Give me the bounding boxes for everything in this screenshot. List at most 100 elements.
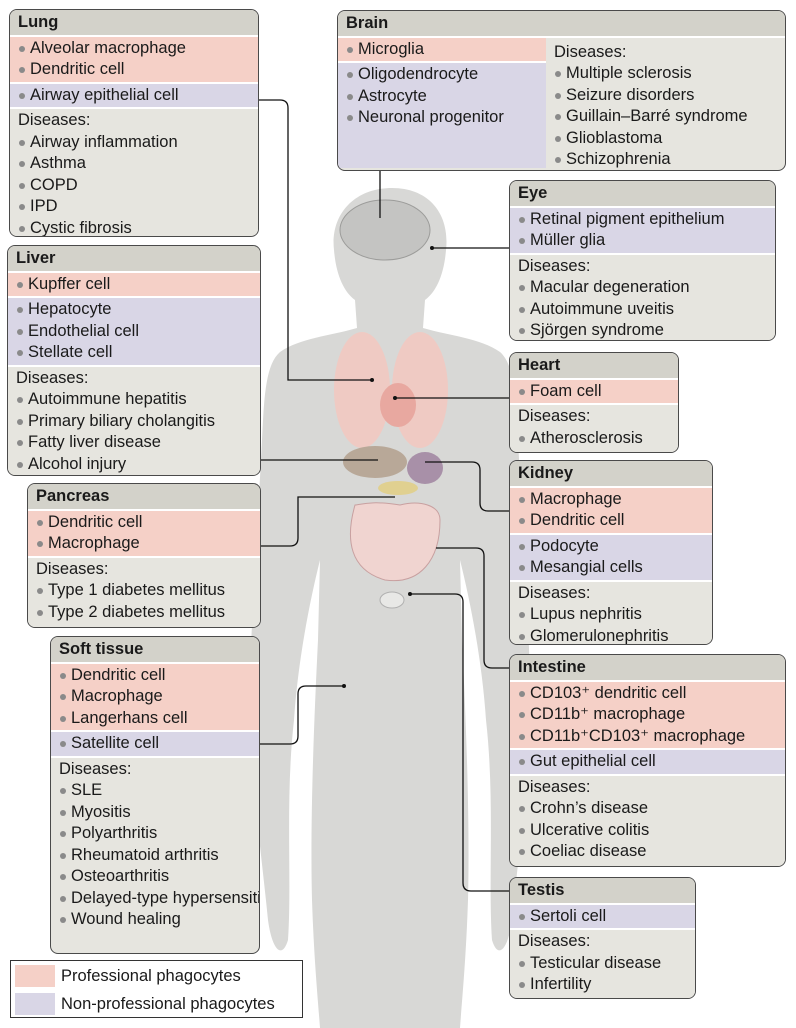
disease-item: Infertility	[518, 974, 687, 996]
disease-item: Seizure disorders	[554, 85, 748, 107]
diseases-label: Diseases:	[518, 777, 591, 796]
cell-item: Mesangial cells	[518, 557, 704, 579]
cell-item: Microglia	[346, 39, 538, 61]
cell-item: Kupffer cell	[16, 274, 252, 296]
diseases-label: Diseases:	[518, 583, 591, 602]
diseases-label: Diseases:	[16, 368, 89, 387]
brain-box: Brain Microglia Oligodendrocyte Astrocyt…	[337, 10, 786, 171]
professional-phagocytes-section: Foam cell	[510, 379, 678, 405]
disease-item: Osteoarthritis	[59, 866, 251, 888]
disease-item: Ulcerative colitis	[518, 820, 777, 842]
legend-non-professional: Non-professional phagocytes	[61, 994, 275, 1013]
diseases-label: Diseases:	[59, 759, 132, 778]
box-title: Eye	[510, 181, 775, 208]
heart-illustration	[380, 383, 416, 427]
diseases-label: Diseases:	[36, 559, 109, 578]
disease-item: Guillain–Barré syndrome	[554, 106, 748, 128]
cell-item: Müller glia	[518, 230, 767, 252]
professional-phagocytes-section: Kupffer cell	[8, 272, 260, 298]
cell-item: Macrophage	[59, 686, 251, 708]
disease-item: Rheumatoid arthritis	[59, 845, 251, 867]
box-title: Liver	[8, 246, 260, 273]
disease-item: IPD	[18, 196, 250, 218]
cell-item: Airway epithelial cell	[18, 85, 250, 107]
cell-item: Sertoli cell	[518, 906, 687, 928]
disease-item: Autoimmune uveitis	[518, 299, 767, 321]
disease-item: Multiple sclerosis	[554, 63, 748, 85]
box-title: Lung	[10, 10, 258, 37]
box-title: Pancreas	[28, 484, 260, 511]
legend: Professional phagocytes Non-professional…	[10, 960, 303, 1018]
diseases-label: Diseases:	[518, 256, 591, 275]
cell-item: Hepatocyte	[16, 299, 252, 321]
disease-item: Primary biliary cholangitis	[16, 411, 252, 433]
box-title: Kidney	[510, 461, 712, 488]
diseases-label: Diseases:	[518, 932, 591, 950]
cell-item: Podocyte	[518, 536, 704, 558]
intestine-illustration	[349, 502, 441, 582]
disease-item: Fatty liver disease	[16, 432, 252, 454]
diseases-label: Diseases:	[554, 42, 627, 61]
cell-item: Retinal pigment epithelium	[518, 209, 767, 231]
disease-item: Glioblastoma	[554, 128, 748, 150]
cell-item: Dendritic cell	[518, 510, 704, 532]
cell-item: CD103⁺ dendritic cell	[518, 683, 777, 705]
legend-professional: Professional phagocytes	[61, 966, 241, 985]
professional-swatch	[15, 965, 55, 987]
non-professional-swatch	[15, 993, 55, 1015]
disease-item: Asthma	[18, 153, 250, 175]
non-professional-phagocytes-section: Gut epithelial cell	[510, 750, 785, 776]
disease-item: Crohn’s disease	[518, 798, 777, 820]
cell-item: Dendritic cell	[36, 512, 252, 534]
disease-item: Autoimmune hepatitis	[16, 389, 252, 411]
disease-item: Atherosclerosis	[518, 428, 670, 450]
disease-item: SLE	[59, 780, 251, 802]
disease-item: Sjörgen syndrome	[518, 320, 767, 340]
disease-item: Glomerulonephritis	[518, 626, 704, 644]
disease-item: Coeliac disease	[518, 841, 777, 863]
diseases-section: Diseases:Atherosclerosis	[510, 405, 678, 452]
cell-item: Gut epithelial cell	[518, 751, 777, 773]
testis-illustration	[379, 591, 405, 609]
cell-item: Macrophage	[518, 489, 704, 511]
disease-item: Alcohol injury	[16, 454, 252, 476]
cell-item: Oligodendrocyte	[346, 64, 538, 86]
cell-item: Stellate cell	[16, 342, 252, 364]
cell-item: Satellite cell	[59, 733, 251, 755]
box-title: Heart	[510, 353, 678, 380]
brain-illustration	[339, 199, 431, 261]
disease-item: Cystic fibrosis	[18, 218, 250, 236]
disease-item: Lupus nephritis	[518, 604, 704, 626]
cell-item: Endothelial cell	[16, 321, 252, 343]
disease-item: Wound healing	[59, 909, 251, 931]
disease-item: Polyarthritis	[59, 823, 251, 845]
diseases-label: Diseases:	[18, 111, 91, 129]
lung-left-illustration	[334, 332, 390, 448]
disease-item: Testicular disease	[518, 953, 687, 975]
cell-item: Macrophage	[36, 533, 252, 555]
cell-item: CD11b⁺ macrophage	[518, 704, 777, 726]
cell-item: Langerhans cell	[59, 708, 251, 730]
box-title: Testis	[510, 878, 695, 905]
disease-item: Type 1 diabetes mellitus	[36, 580, 252, 602]
non-professional-phagocytes-section: Sertoli cell	[510, 904, 695, 930]
